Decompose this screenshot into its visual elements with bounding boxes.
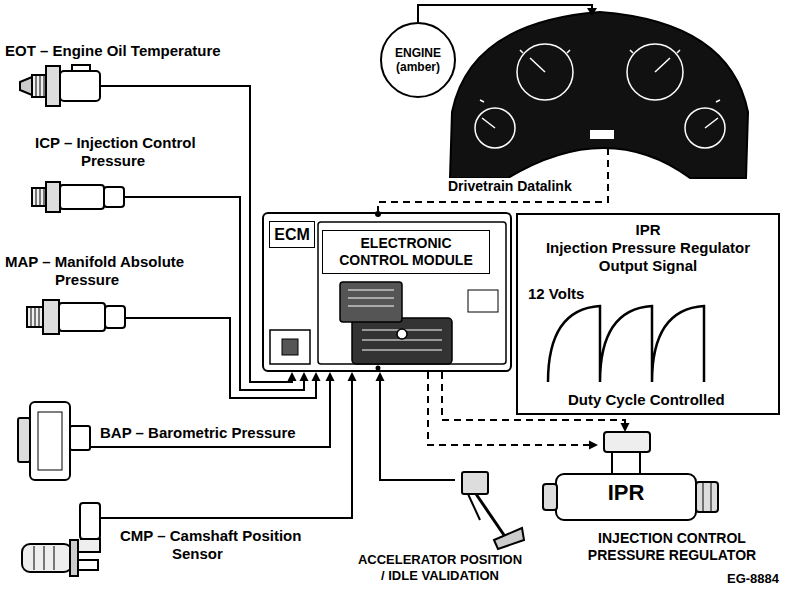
connector-ribs <box>348 290 442 350</box>
sensor-label: BAP – Barometric Pressure <box>100 424 296 442</box>
ecm-panel <box>318 222 506 364</box>
ecm-screw <box>397 329 407 339</box>
wire-line <box>428 372 589 445</box>
datalink-line <box>378 148 608 211</box>
wire-connector <box>376 372 456 480</box>
signal-panel: IPRInjection Pressure Regulator Output S… <box>516 213 780 415</box>
pedal-link <box>468 494 480 520</box>
fitting-lines <box>703 482 711 512</box>
barometric-sensor: BAP – Barometric Pressure <box>15 400 90 482</box>
bap-sensor-body <box>30 402 70 480</box>
oil-sensor-hex <box>46 66 60 106</box>
wire-connector <box>100 372 357 518</box>
icp-sensor-body <box>60 185 104 209</box>
panel-heading: IPR <box>518 221 778 239</box>
ecm-plate <box>468 290 498 312</box>
wire-connector <box>125 318 321 398</box>
thread-lines <box>36 188 44 206</box>
ecm-connector <box>340 282 402 322</box>
ecm-screw <box>376 366 381 371</box>
cmp-sensor-flange <box>70 540 78 576</box>
module-title: ELECTRONIC CONTROL MODULE <box>322 230 490 274</box>
bap-sensor-inner <box>38 412 62 470</box>
arrow-head <box>326 372 335 381</box>
cmp-sensor-probe <box>22 544 72 572</box>
arrow-head <box>376 372 385 381</box>
camshaft-sensor: CMP – Camshaft Position Sensor <box>18 500 100 585</box>
thread-lines <box>36 75 44 97</box>
ecm-module: ECM ELECTRONIC CONTROL MODULE <box>262 212 512 372</box>
wire-connector <box>100 86 297 382</box>
sensor-label: CMP – Camshaft Position Sensor <box>120 527 320 563</box>
cmp-sensor-tab <box>78 560 98 570</box>
regulator-knob <box>543 484 557 510</box>
pressure-sensor: MAP – Manifold Absolute Pressure <box>25 298 125 336</box>
cmp-sensor-connector <box>80 503 100 539</box>
ecm-connector <box>352 318 452 364</box>
ecm-bracket <box>270 330 310 364</box>
wire-line <box>125 318 316 398</box>
map-sensor-connector <box>105 306 125 328</box>
probe-grooves <box>34 546 54 570</box>
wire-line <box>90 381 330 447</box>
icp-sensor-thread <box>32 188 46 206</box>
arrow-head <box>300 372 309 381</box>
regulator-cap <box>604 432 650 452</box>
regulator-body <box>556 474 696 520</box>
pwm-waveform <box>548 306 704 382</box>
lamp-label: ENGINE (amber) <box>387 46 449 75</box>
arrow-head <box>312 372 321 381</box>
accelerator-pedal: ACCELERATOR POSITION / IDLE VALIDATION <box>455 468 525 550</box>
bap-sensor-mount <box>18 418 30 462</box>
temperature-sensor: EOT – Engine Oil Temperature <box>15 64 100 108</box>
regulator-stem <box>612 452 640 476</box>
connector-latch <box>72 65 90 71</box>
icp-sensor-hex <box>46 182 60 212</box>
oil-sensor-tip <box>20 77 32 95</box>
arrow-head <box>348 372 357 381</box>
pedal-pad <box>494 528 524 549</box>
map-sensor-body <box>59 303 105 331</box>
pressure-regulator: IPRINJECTION CONTROL PRESSURE REGULATOR <box>598 432 722 526</box>
map-sensor-hex <box>43 300 59 334</box>
icp-sensor-connector <box>104 187 124 207</box>
pedal-sensor <box>462 472 488 494</box>
odometer-window <box>590 130 614 139</box>
oil-sensor-thread <box>32 75 46 97</box>
pedal-arm <box>476 494 506 538</box>
bap-sensor-port <box>70 426 90 450</box>
thread-lines <box>31 307 39 327</box>
arrow-head <box>589 441 598 450</box>
device-tag: IPR <box>596 480 656 506</box>
map-sensor-thread <box>27 307 43 327</box>
wire-connector <box>90 372 335 447</box>
arrow-head <box>288 372 297 381</box>
voltage-label: 12 Volts <box>528 285 584 303</box>
sensor-label: ICP – Injection Control Pressure <box>35 134 230 170</box>
figure-number: EG-8884 <box>727 571 779 587</box>
arrow-head <box>621 423 630 432</box>
sensor-label: EOT – Engine Oil Temperature <box>5 42 221 60</box>
pressure-sensor: ICP – Injection Control Pressure <box>30 180 124 214</box>
warning-lamp-circle: ENGINE (amber) <box>380 22 456 98</box>
lamp-pointer-head <box>587 8 597 16</box>
datalink-label: Drivetrain Datalink <box>448 178 572 195</box>
ecm-bracket-core <box>282 339 298 355</box>
instrument-cluster <box>450 12 748 178</box>
wire-line <box>380 381 455 480</box>
device-label: INJECTION CONTROL PRESSURE REGULATOR <box>583 530 761 564</box>
panel-caption: Duty Cycle Controlled <box>568 391 725 409</box>
regulator-fitting <box>696 482 718 512</box>
pedal-label: ACCELERATOR POSITION / IDLE VALIDATION <box>357 552 523 584</box>
panel-heading: Injection Pressure Regulator Output Sign… <box>531 239 765 275</box>
sensor-label: MAP – Manifold Absolute Pressure <box>5 253 215 289</box>
lamp-pointer-line <box>418 5 592 22</box>
module-tag: ECM <box>269 221 315 248</box>
oil-sensor-connector <box>60 71 100 101</box>
gauge-ticks <box>480 50 720 128</box>
wire-line <box>100 381 352 518</box>
wire-connector <box>428 372 598 450</box>
